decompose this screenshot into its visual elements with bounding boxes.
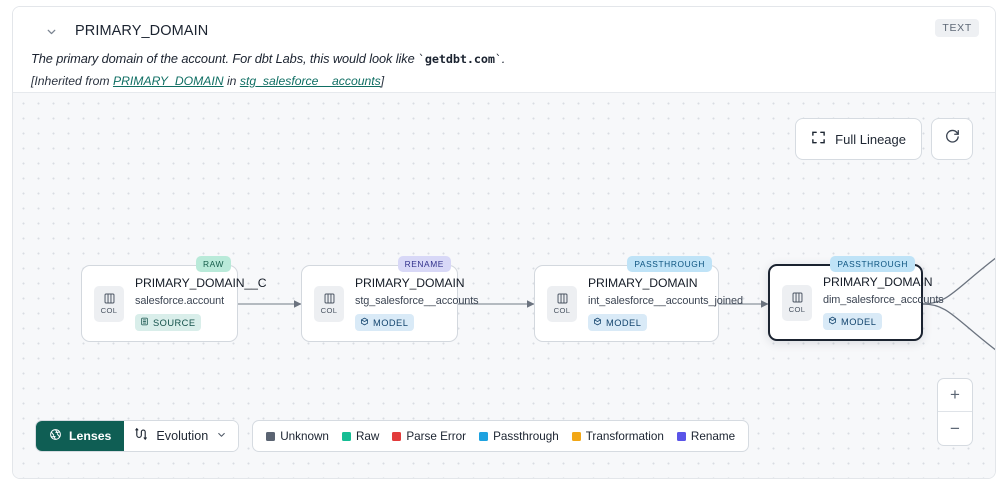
node-column-name: PRIMARY_DOMAIN__C <box>135 276 267 290</box>
column-chip-label: COL <box>788 305 806 314</box>
type-badge: TEXT <box>935 19 979 37</box>
column-chip-icon: COL <box>547 285 577 322</box>
legend-swatch <box>676 431 686 441</box>
card-header: PRIMARY_DOMAIN TEXT The primary domain o… <box>13 7 995 93</box>
legend-label: Unknown <box>280 429 329 443</box>
evolution-dropdown[interactable]: Evolution <box>124 421 239 451</box>
inherited-suffix: ] <box>380 74 385 88</box>
node-table-name: int_salesforce__accounts_joined <box>588 295 743 307</box>
legend-label: Transformation <box>585 429 664 443</box>
node-body: PRIMARY_DOMAIN stg_salesforce__accounts … <box>344 276 489 331</box>
legend-item-unknown: Unknown <box>266 430 329 443</box>
zoom-out-button[interactable]: − <box>950 418 960 438</box>
backtick-open: ` <box>418 52 425 66</box>
lineage-canvas[interactable]: COL PRIMARY_DOMAIN__C salesforce.account… <box>13 93 995 478</box>
zoom-controls: + − <box>937 378 973 446</box>
node-kind-badge: SOURCE <box>135 314 202 331</box>
inherited-in: in <box>223 74 240 88</box>
lineage-node-3[interactable]: COL PRIMARY_DOMAIN int_salesforce__accou… <box>534 256 743 342</box>
lenses-group: Lenses Evolution <box>35 420 240 452</box>
canvas-bottom-bar: Lenses Evolution U <box>35 420 750 452</box>
legend-item-transformation: Transformation <box>571 429 664 443</box>
legend-swatch <box>266 431 276 441</box>
legend-label: Parse Error <box>406 429 467 443</box>
legend-item-passthrough: Passthrough <box>479 430 559 443</box>
node-kind-label: MODEL <box>841 316 877 327</box>
legend-swatch <box>571 431 581 441</box>
model-icon <box>828 316 837 327</box>
description-text: The primary domain of the account. For d… <box>31 51 419 66</box>
node-kind-badge: MODEL <box>823 313 883 330</box>
node-body: PRIMARY_DOMAIN dim_salesforce_accounts M… <box>812 275 954 330</box>
inherited-column-link[interactable]: PRIMARY_DOMAIN <box>112 74 224 88</box>
lineage-node-4[interactable]: COL PRIMARY_DOMAIN dim_salesforce_accoun… <box>768 256 944 341</box>
node-kind-badge: MODEL <box>588 314 648 331</box>
lenses-button[interactable]: Lenses <box>36 421 125 451</box>
evolution-label: Evolution <box>156 429 209 443</box>
column-chip-icon: COL <box>94 285 124 322</box>
column-chip-icon: COL <box>782 284 812 321</box>
node-tag-badge: RAW <box>195 256 231 272</box>
full-lineage-label: Full Lineage <box>835 131 906 147</box>
node-column-name: PRIMARY_DOMAIN <box>823 275 933 289</box>
description-code: getdbt.com <box>424 52 495 66</box>
description-period: . <box>501 51 506 66</box>
node-table-name: salesforce.account <box>135 295 225 307</box>
evolution-icon <box>134 427 148 445</box>
backtick-close: ` <box>494 52 502 66</box>
column-chip-label: COL <box>320 306 338 315</box>
full-lineage-button[interactable]: Full Lineage <box>795 118 922 160</box>
aperture-icon <box>49 428 62 444</box>
column-description: The primary domain of the account. For d… <box>31 51 977 66</box>
node-table-name: stg_salesforce__accounts <box>355 295 479 307</box>
lineage-node-2[interactable]: COL PRIMARY_DOMAIN stg_salesforce__accou… <box>301 256 479 342</box>
node-table-name: dim_salesforce_accounts <box>823 294 944 306</box>
node-column-name: PRIMARY_DOMAIN <box>355 276 465 290</box>
legend-item-parse-error: Parse Error <box>392 430 466 443</box>
node-tag-badge: PASSTHROUGH <box>830 256 915 272</box>
header-row: PRIMARY_DOMAIN <box>31 17 977 45</box>
column-detail-card: PRIMARY_DOMAIN TEXT The primary domain o… <box>12 6 996 479</box>
node-kind-label: MODEL <box>373 317 409 328</box>
column-chip-icon: COL <box>314 285 344 322</box>
node-tag-badge: RENAME <box>397 256 451 272</box>
legend-swatch <box>392 431 402 441</box>
legend-swatch <box>341 431 351 441</box>
lineage-legend: Unknown Raw Parse Error Passthrough <box>252 420 750 452</box>
refresh-icon <box>944 128 961 150</box>
inherited-prefix: [Inherited from <box>31 74 113 88</box>
node-kind-label: SOURCE <box>153 317 196 328</box>
node-tag-badge: PASSTHROUGH <box>627 256 712 272</box>
legend-item-rename: Rename <box>676 429 736 443</box>
chevron-down-icon[interactable] <box>43 23 59 39</box>
page-title: PRIMARY_DOMAIN <box>75 23 209 39</box>
node-body: PRIMARY_DOMAIN__C salesforce.account SOU… <box>124 276 277 331</box>
inherited-model-link[interactable]: stg_salesforce__accounts <box>239 74 381 88</box>
legend-label: Rename <box>690 429 736 443</box>
legend-label: Passthrough <box>493 429 559 443</box>
node-kind-label: MODEL <box>606 317 642 328</box>
column-chip-label: COL <box>100 306 118 315</box>
refresh-button[interactable] <box>931 118 973 160</box>
inherited-note: [Inherited from PRIMARY_DOMAIN in stg_sa… <box>31 74 977 88</box>
legend-swatch <box>479 431 489 441</box>
node-kind-badge: MODEL <box>355 314 415 331</box>
legend-label: Raw <box>355 429 380 443</box>
node-body: PRIMARY_DOMAIN int_salesforce__accounts_… <box>577 276 753 331</box>
canvas-top-controls: Full Lineage <box>795 118 973 160</box>
expand-icon <box>811 130 826 148</box>
model-icon <box>593 317 602 328</box>
legend-item-raw: Raw <box>341 429 380 443</box>
node-column-name: PRIMARY_DOMAIN <box>588 276 698 290</box>
lineage-node-1[interactable]: COL PRIMARY_DOMAIN__C salesforce.account… <box>81 256 267 342</box>
source-icon <box>140 317 149 328</box>
lenses-label: Lenses <box>69 429 112 443</box>
chevron-down-icon <box>216 429 227 443</box>
column-chip-label: COL <box>553 306 571 315</box>
zoom-in-button[interactable]: + <box>938 379 972 412</box>
model-icon <box>360 317 369 328</box>
